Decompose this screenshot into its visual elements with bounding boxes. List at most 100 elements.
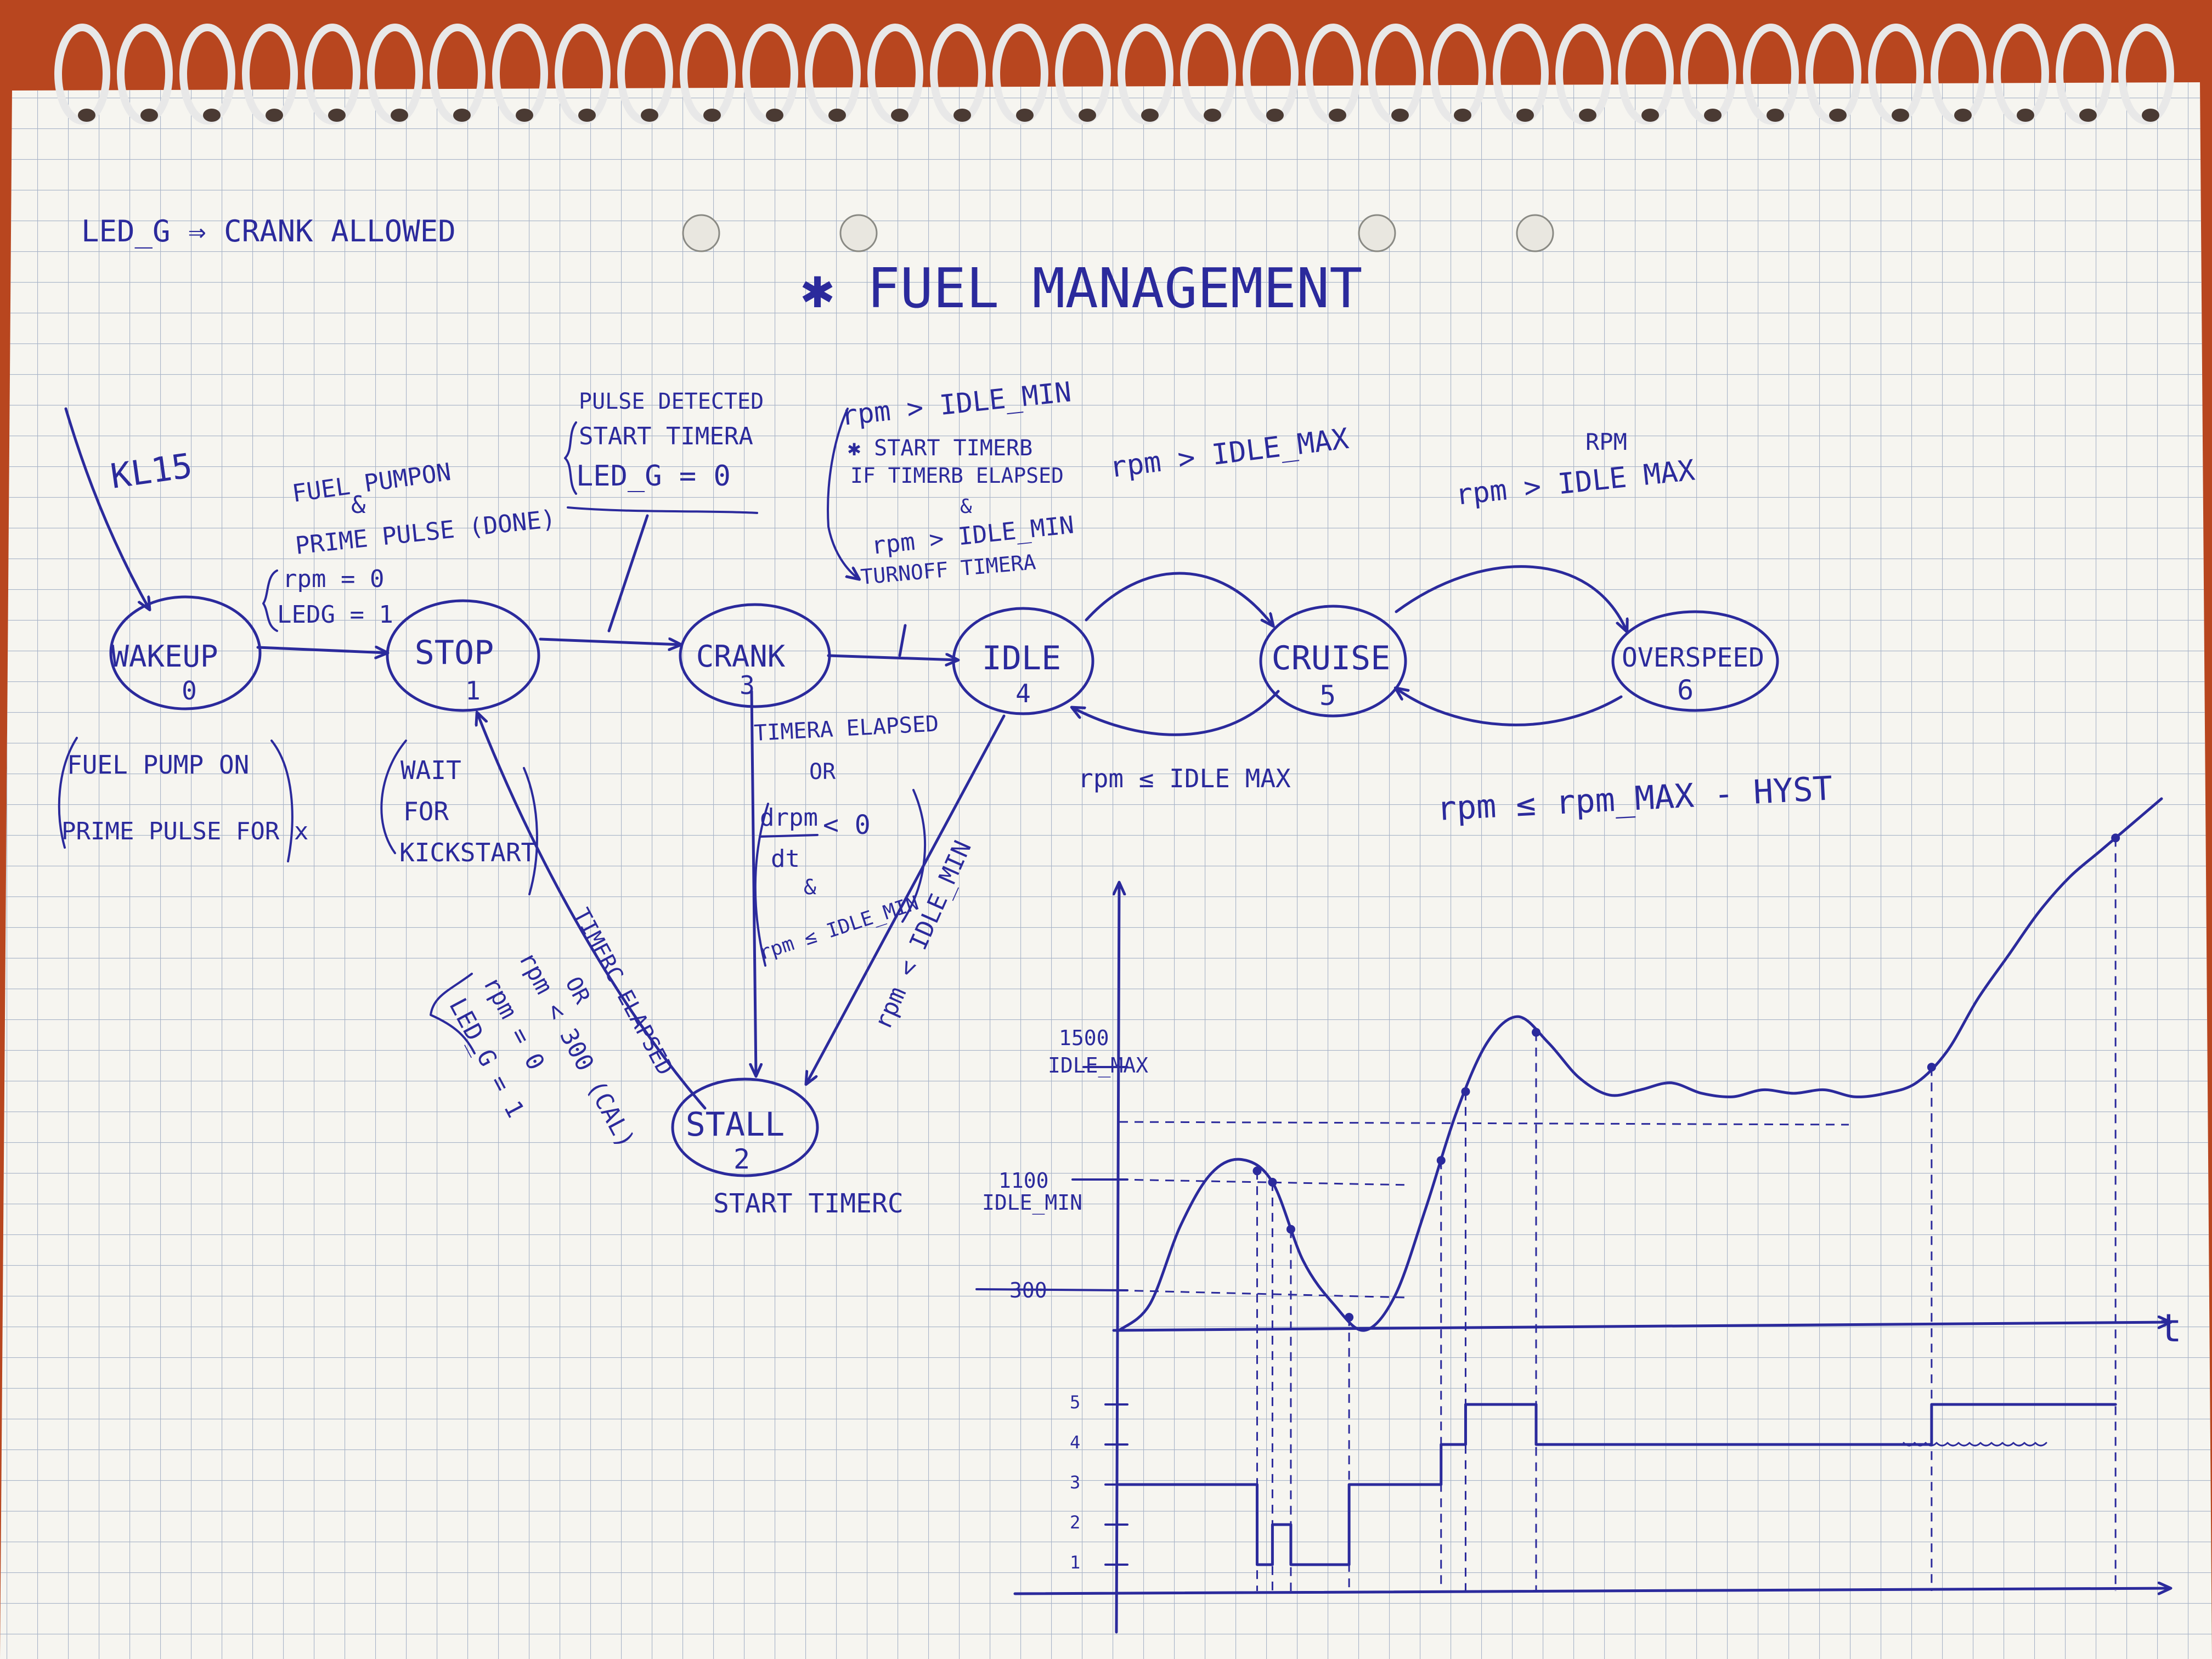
binding-hole (78, 109, 95, 122)
label-crank-idle-2: IF TIMERB ELAPSED (850, 464, 1064, 488)
curve-dot (1436, 1156, 1446, 1165)
page-title: ✱ FUEL MANAGEMENT (801, 256, 1363, 320)
state-tick-1: 1 (1070, 1552, 1080, 1573)
binding-hole (703, 109, 721, 122)
binding-hole (1892, 109, 1909, 122)
transition-stop-crank (539, 639, 680, 645)
binding-hole (1454, 109, 1471, 122)
binding-hole (1579, 109, 1596, 122)
label-stop-crank-1: START TIMERA (579, 422, 753, 450)
label-crank-idle-1: ✱ START TIMERB (848, 436, 1032, 461)
state-tick-5: 5 (1070, 1392, 1080, 1413)
transition-idle-stall (806, 714, 1006, 1084)
label-wakeup-action-0: FUEL PUMP ON (67, 750, 249, 780)
label-crank-stall-3: dt (771, 845, 800, 873)
binding-hole (1829, 109, 1847, 122)
rule-stop-crank (567, 506, 758, 514)
binding-hole (891, 109, 909, 122)
state-hatching (1903, 1442, 2047, 1447)
rpm-threshold-lines (975, 1066, 1849, 1299)
state-overspeed-bubble (1611, 610, 1779, 712)
binding-hole (1141, 109, 1159, 122)
transition-idle-cruise (1085, 572, 1273, 625)
transition-stall-stop (477, 713, 707, 1110)
spiral-binding (54, 24, 2174, 125)
brace-crank-idle (827, 408, 859, 579)
fraction-bar (759, 834, 819, 838)
label-crank-stall-5: & (804, 875, 816, 899)
time-axis-label: t (2159, 1306, 2182, 1351)
state-crank-num: 3 (740, 670, 755, 700)
label-stop-wait-1: FOR (403, 797, 449, 826)
state-stall-num: 2 (733, 1143, 750, 1175)
label-leader-crank-idle (898, 624, 907, 657)
curve-dots (1252, 833, 2120, 1322)
state-tick-labels: 5 4 3 2 1 (1070, 1392, 1080, 1573)
rpm-graph: t 1500 IDLE_MAX 1100 IDLE_MIN 300 5 4 3 … (975, 797, 2182, 1634)
label-stop-crank-0: PULSE DETECTED (579, 389, 764, 414)
rpm-y-axis (1116, 883, 1119, 1634)
label-wakeup-stop-1: & (351, 491, 366, 519)
binding-hole (2079, 109, 2097, 122)
brace-stall-stop (430, 973, 476, 1054)
state-wakeup-name: WAKEUP (111, 639, 218, 674)
rpm-time-axis (1112, 1322, 2170, 1332)
label-crank-stall-2: drpm (760, 804, 818, 832)
brace-wakeup-actions-right (270, 740, 294, 862)
binding-hole (1329, 109, 1346, 122)
binding-hole (203, 109, 221, 122)
state-stop-num: 1 (465, 676, 481, 706)
binding-hole (1767, 109, 1784, 122)
state-overspeed-num: 6 (1677, 674, 1694, 706)
label-stop-crank-2: LED_G = 0 (576, 460, 731, 493)
state-stop-name: STOP (415, 634, 494, 672)
state-crank-name: CRANK (696, 639, 786, 674)
label-wakeup-stop-4: LEDG = 1 (277, 601, 393, 629)
state-crank-bubble (679, 603, 831, 708)
binding-hole (516, 109, 533, 122)
state-idle-num: 4 (1015, 679, 1031, 708)
state-stall-name: STALL (686, 1105, 785, 1144)
binding-hole (453, 109, 471, 122)
binding-hole (2017, 109, 2034, 122)
binding-hole (1204, 109, 1221, 122)
brace-stop-wait-right (523, 767, 538, 895)
label-crank-idle-3: & (960, 495, 972, 518)
binding-hole (1516, 109, 1534, 122)
binding-hole (328, 109, 346, 122)
label-wakeup-action-1: PRIME PULSE FOR x (61, 817, 308, 845)
curve-dot (1268, 1177, 1277, 1187)
label-stop-wait-2: KICKSTART (399, 838, 536, 867)
state-stop-bubble (386, 599, 540, 712)
time-guides (1256, 838, 2117, 1591)
binding-hole (140, 109, 158, 122)
curve-dot (1286, 1224, 1295, 1234)
state-tick-4: 4 (1070, 1432, 1080, 1453)
tick-label-1100: 1100 (998, 1169, 1049, 1193)
state-step-line (1118, 1403, 2117, 1566)
state-overspeed-name: OVERSPEED (1622, 642, 1764, 673)
curve-dot (1461, 1087, 1470, 1096)
binding-hole (1266, 109, 1284, 122)
tick-label-idle-max: IDLE_MAX (1048, 1053, 1148, 1078)
state-tick-2: 2 (1070, 1512, 1080, 1533)
state-cruise-bubble (1259, 605, 1407, 718)
curve-dot (2111, 833, 2120, 843)
curve-dot (1927, 1063, 1936, 1072)
binding-hole (1704, 109, 1722, 122)
state-idle-bubble (952, 607, 1094, 715)
state-transitions (64, 407, 1627, 1110)
state-cruise-name: CRUISE (1272, 639, 1391, 678)
label-crank-stall-4: < 0 (823, 810, 871, 840)
binding-hole (1016, 109, 1034, 122)
binding-hole (578, 109, 596, 122)
paper-grid (0, 82, 2212, 1659)
label-stop-wait-0: WAIT (400, 755, 461, 785)
label-wakeup-stop-3: rpm = 0 (283, 565, 384, 593)
binding-hole (828, 109, 846, 122)
brace-wakeup-stop (262, 569, 278, 632)
state-graph: 5 4 3 2 1 (1013, 1392, 2170, 1594)
binding-hole (766, 109, 783, 122)
transition-crank-idle (827, 656, 957, 660)
